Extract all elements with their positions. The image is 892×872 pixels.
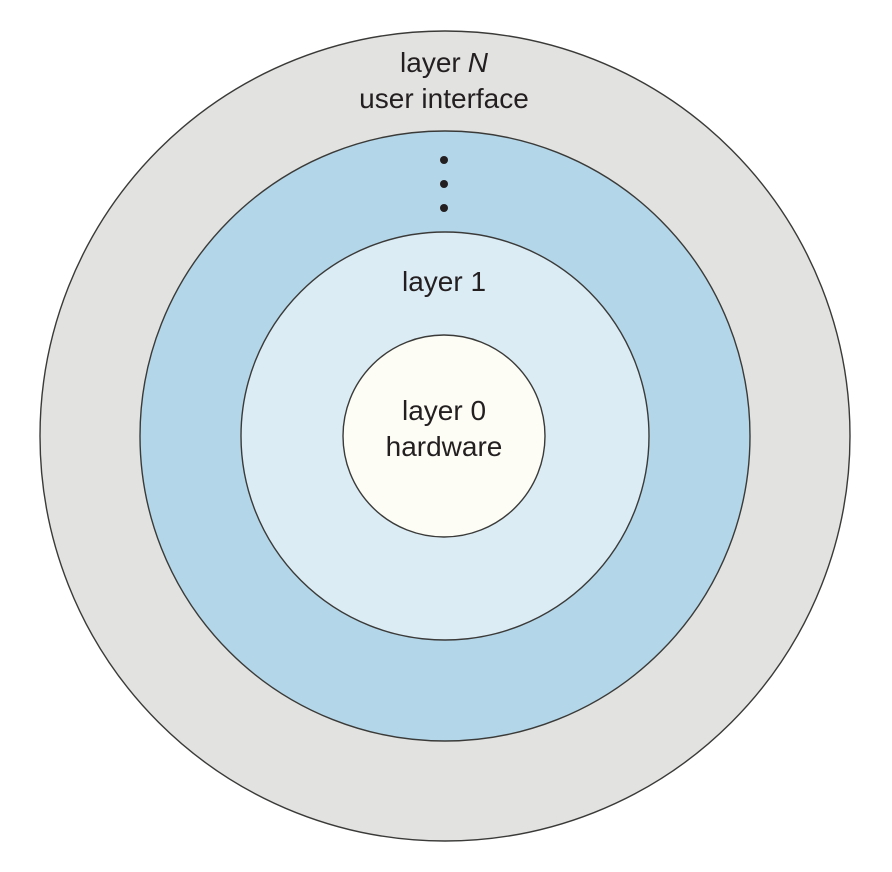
ring-layer-0	[342, 334, 546, 538]
ellipsis-dot	[440, 156, 448, 164]
user-interface-label: user interface	[359, 83, 529, 114]
layer-1-label: layer 1	[402, 266, 486, 297]
layer-0-label: layer 0	[402, 395, 486, 426]
ellipsis-dot	[440, 204, 448, 212]
ellipsis-dot	[440, 180, 448, 188]
layer-n-label-prefix: layer	[400, 47, 461, 78]
layer-n-label-italic-n: N	[468, 47, 489, 78]
hardware-label: hardware	[386, 431, 503, 462]
ellipsis-dots	[440, 156, 448, 212]
